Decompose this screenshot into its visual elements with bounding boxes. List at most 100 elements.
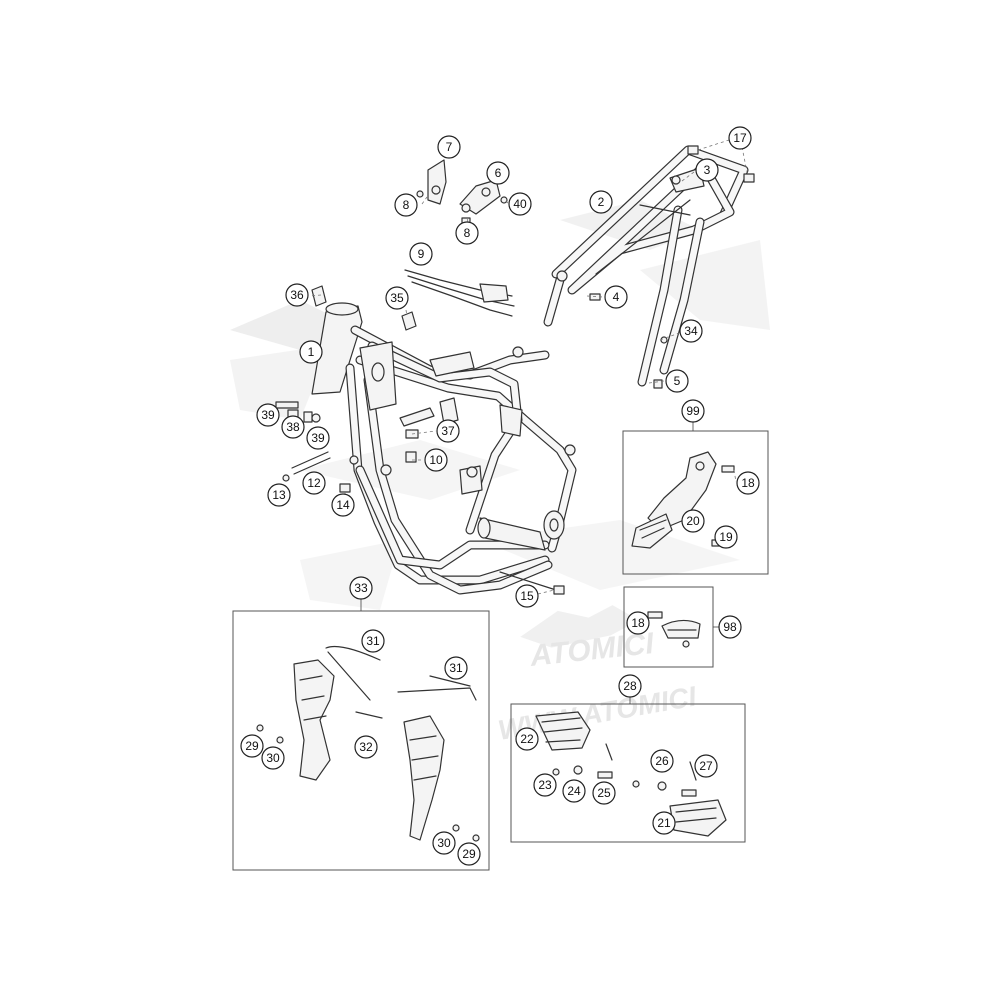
bolt-4	[589, 293, 601, 301]
callout-39b: 39	[306, 426, 330, 450]
callout-38: 38	[281, 415, 305, 439]
bracket-7	[416, 159, 447, 205]
callout-9: 9	[409, 242, 433, 266]
callout-39a: 39	[256, 403, 280, 427]
bolt-15	[499, 571, 565, 595]
fasteners-38-39	[275, 401, 321, 423]
svg-text:30: 30	[437, 836, 451, 850]
svg-text:22: 22	[520, 732, 534, 746]
svg-text:33: 33	[354, 581, 368, 595]
callout-26: 26	[650, 749, 674, 773]
svg-text:31: 31	[366, 634, 380, 648]
svg-text:21: 21	[657, 816, 671, 830]
group-callout-99: 99	[681, 399, 705, 423]
svg-text:19: 19	[719, 530, 733, 544]
svg-text:12: 12	[307, 476, 321, 490]
clip-35	[401, 311, 417, 331]
callout-14: 14	[331, 493, 355, 517]
callout-19: 19	[714, 525, 738, 549]
svg-text:29: 29	[462, 847, 476, 861]
svg-text:1: 1	[308, 345, 315, 359]
group-box-99	[622, 430, 769, 575]
clip-36	[311, 285, 327, 307]
callout-1: 1	[299, 340, 323, 364]
svg-text:31: 31	[449, 661, 463, 675]
footpeg-assembly	[535, 711, 727, 837]
callout-8a: 8	[394, 193, 418, 217]
svg-text:99: 99	[686, 404, 700, 418]
svg-text:36: 36	[290, 288, 304, 302]
pedal-tip-assembly	[647, 611, 701, 648]
subframe	[543, 145, 749, 387]
svg-text:18: 18	[631, 616, 645, 630]
svg-text:9: 9	[418, 247, 425, 261]
svg-text:4: 4	[613, 290, 620, 304]
callout-4: 4	[604, 285, 628, 309]
group-callout-33: 33	[349, 576, 373, 600]
svg-text:27: 27	[699, 759, 713, 773]
callout-17: 17	[728, 126, 752, 150]
callout-5: 5	[665, 369, 689, 393]
callout-31b: 31	[444, 656, 468, 680]
svg-text:23: 23	[538, 778, 552, 792]
bolt-10	[405, 451, 417, 463]
bolt-14	[339, 483, 351, 493]
svg-text:37: 37	[441, 424, 455, 438]
svg-text:26: 26	[655, 754, 669, 768]
svg-text:15: 15	[520, 589, 534, 603]
svg-text:13: 13	[272, 488, 286, 502]
callout-10: 10	[424, 448, 448, 472]
frame-protectors	[256, 645, 480, 842]
callout-31a: 31	[361, 629, 385, 653]
callout-18b: 18	[626, 611, 650, 635]
callout-13: 13	[267, 483, 291, 507]
svg-text:28: 28	[623, 679, 637, 693]
svg-text:17: 17	[733, 131, 747, 145]
svg-text:35: 35	[390, 291, 404, 305]
svg-text:2: 2	[598, 195, 605, 209]
group-callout-98: 98	[718, 615, 742, 639]
callout-18a: 18	[736, 471, 760, 495]
harness-9	[404, 269, 515, 317]
callout-22: 22	[515, 727, 539, 751]
svg-text:29: 29	[245, 739, 259, 753]
callout-27: 27	[694, 754, 718, 778]
leader-lines	[309, 139, 748, 595]
callout-30b: 30	[432, 831, 456, 855]
callout-23: 23	[533, 773, 557, 797]
callout-24: 24	[562, 779, 586, 803]
callout-25: 25	[592, 781, 616, 805]
clip-17b	[743, 173, 755, 183]
svg-text:18: 18	[741, 476, 755, 490]
svg-text:10: 10	[429, 453, 443, 467]
callout-32: 32	[354, 735, 378, 759]
svg-text:20: 20	[686, 514, 700, 528]
svg-text:14: 14	[336, 498, 350, 512]
svg-text:25: 25	[597, 786, 611, 800]
svg-text:40: 40	[513, 197, 527, 211]
callout-21: 21	[652, 811, 676, 835]
callout-12: 12	[302, 471, 326, 495]
svg-text:8: 8	[464, 226, 471, 240]
group-box-28	[510, 703, 746, 843]
callout-15: 15	[515, 584, 539, 608]
callout-3: 3	[695, 158, 719, 182]
callout-30a: 30	[261, 746, 285, 770]
svg-text:8: 8	[403, 198, 410, 212]
bolt-3	[671, 175, 681, 185]
group-callout-28: 28	[618, 674, 642, 698]
svg-text:32: 32	[359, 740, 373, 754]
svg-text:34: 34	[684, 324, 698, 338]
callout-36: 36	[285, 283, 309, 307]
callout-20: 20	[681, 509, 705, 533]
hose-12-13	[282, 451, 331, 482]
callout-40: 40	[508, 192, 532, 216]
callout-35: 35	[385, 286, 409, 310]
svg-text:39: 39	[261, 408, 275, 422]
callout-37: 37	[436, 419, 460, 443]
svg-text:6: 6	[495, 166, 502, 180]
callout-34: 34	[679, 319, 703, 343]
svg-text:30: 30	[266, 751, 280, 765]
main-frame	[311, 302, 577, 595]
